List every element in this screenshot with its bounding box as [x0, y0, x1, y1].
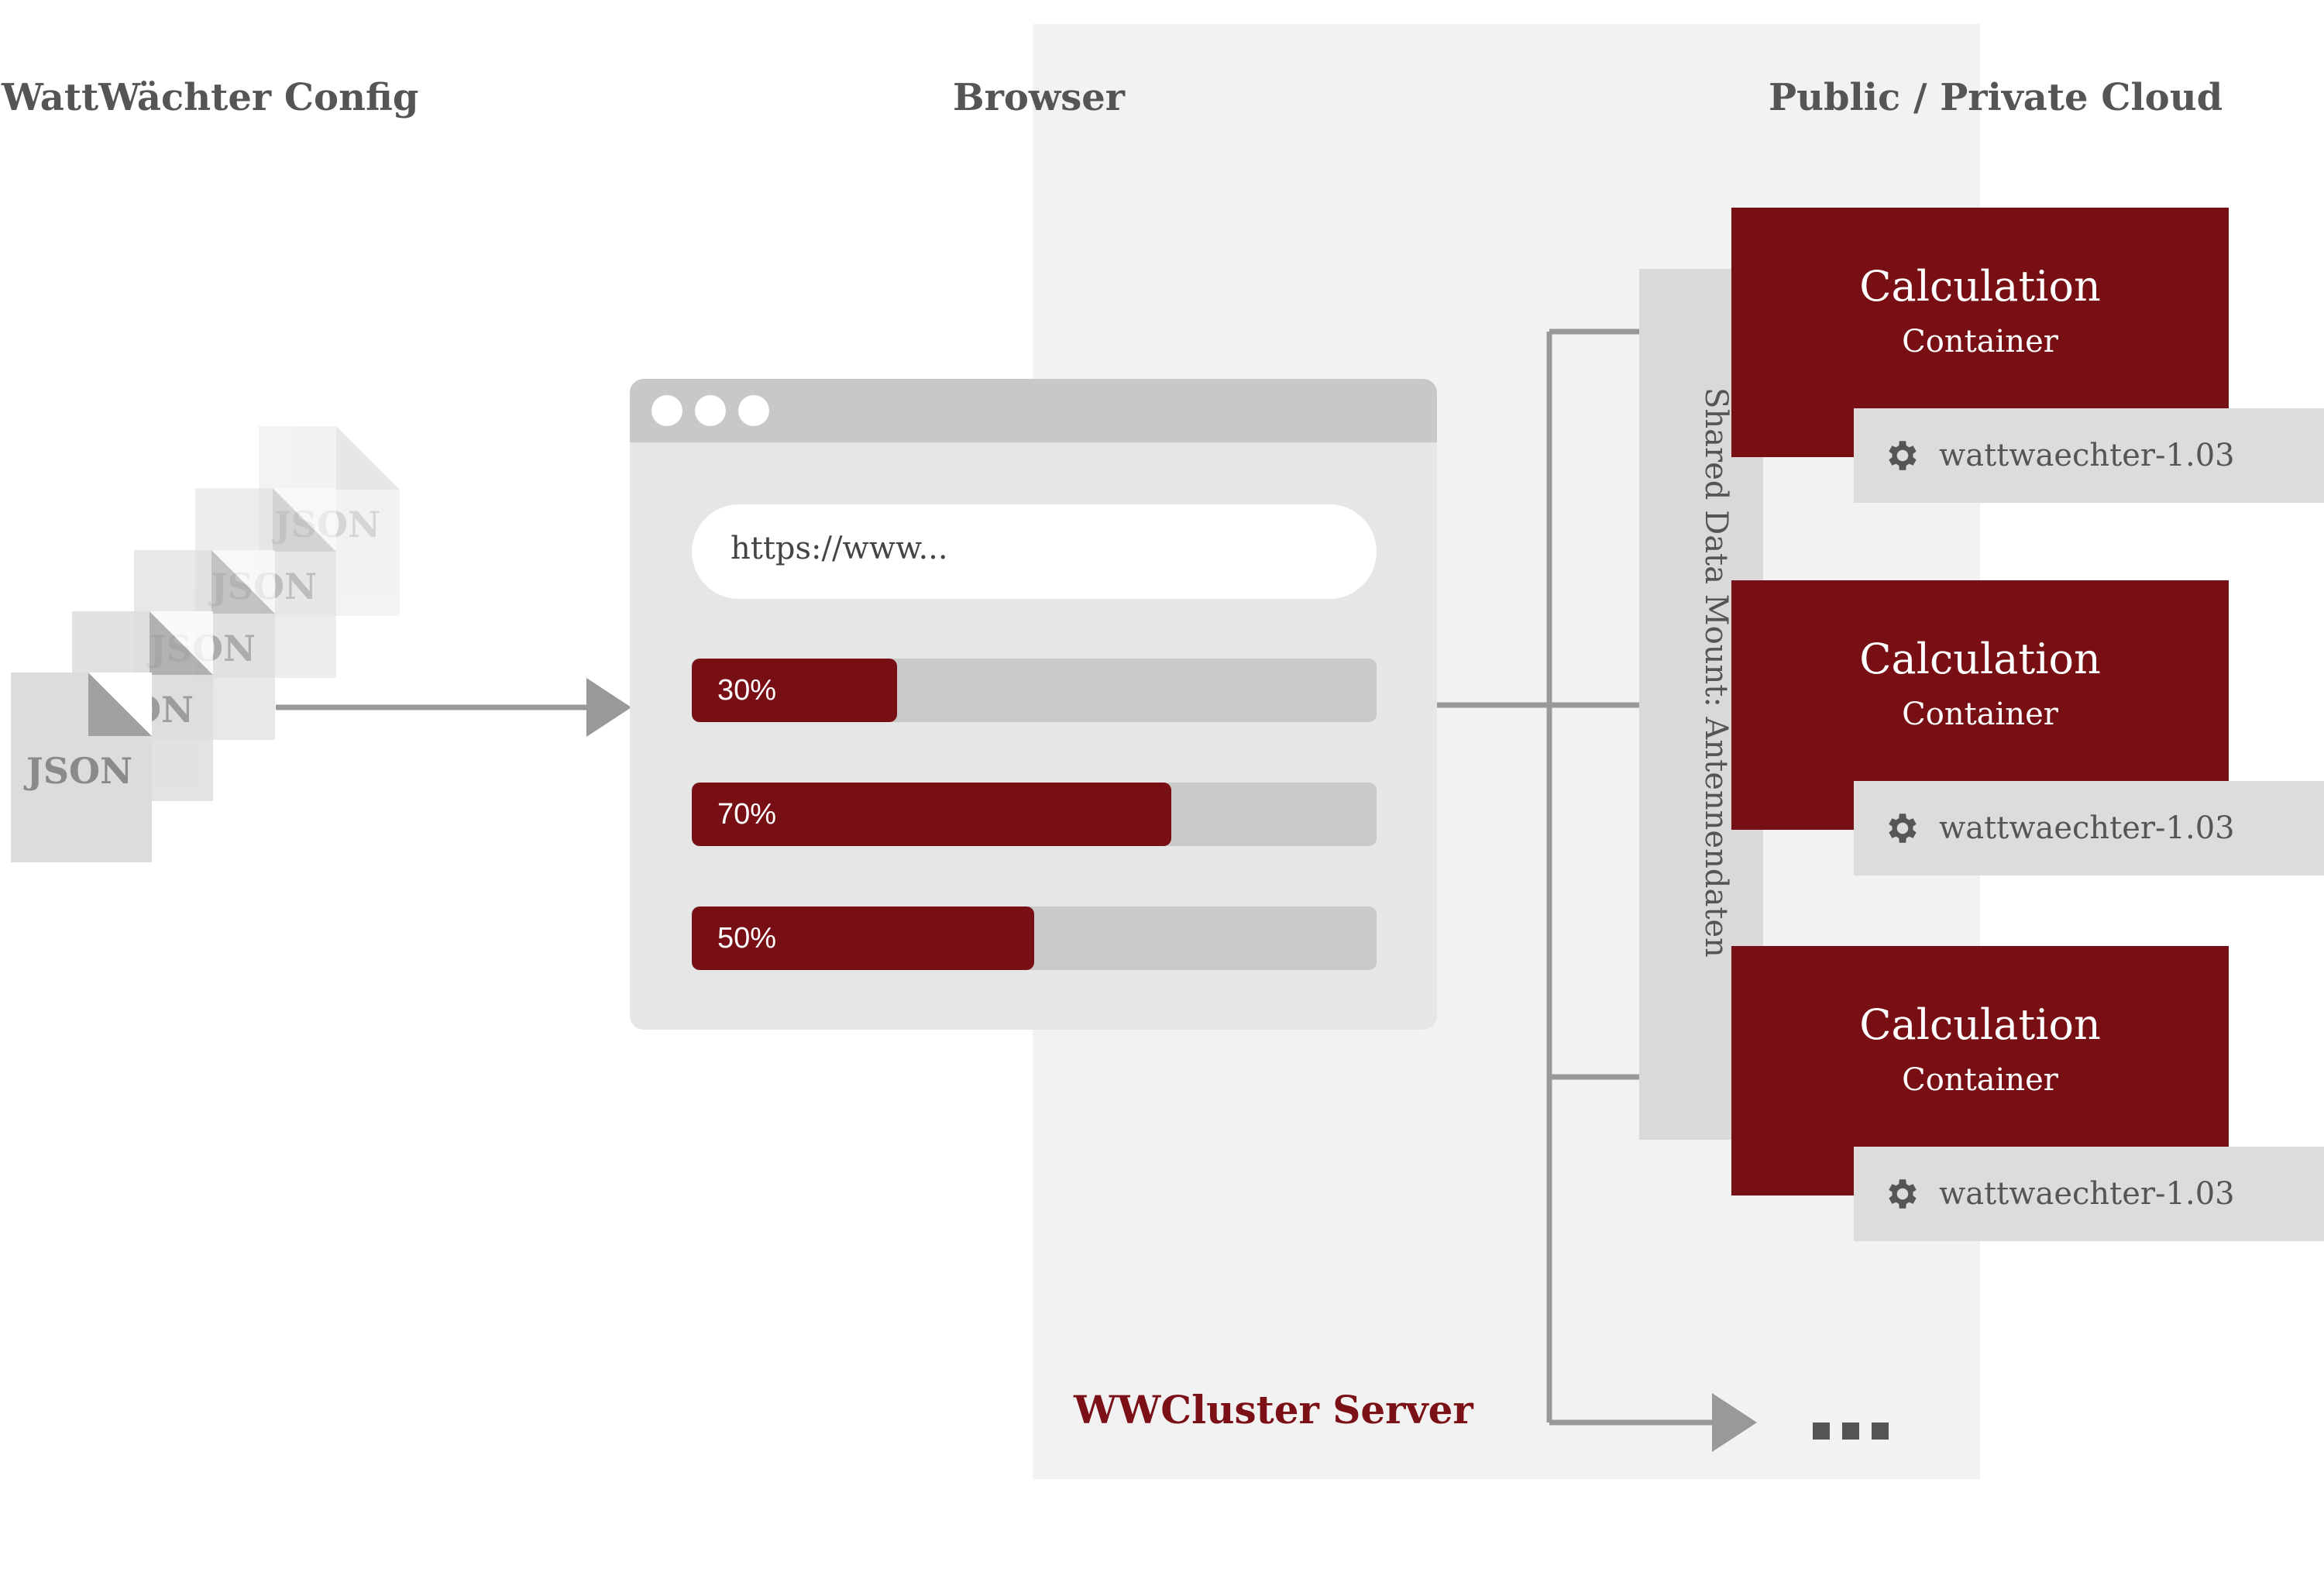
window-dot-icon	[651, 395, 682, 426]
gear-icon	[1889, 1179, 1917, 1209]
container-version-tag: wattwaechter-1.03	[1854, 781, 2324, 876]
heading-config: WattWächter Config	[2, 76, 419, 119]
heading-browser: Browser	[953, 76, 1126, 119]
json-document-icon: JSON	[11, 673, 152, 862]
container-subtitle: Container	[1902, 697, 2058, 732]
window-dot-icon	[695, 395, 726, 426]
browser-title-bar	[630, 379, 1437, 442]
progress-bar: 70%	[692, 783, 1377, 846]
browser-window: https://www... 30% 70% 50%	[630, 379, 1437, 1030]
server-label: WWCluster Server	[1074, 1387, 1473, 1433]
container-title: Calculation	[1859, 1000, 2101, 1049]
gear-icon	[1889, 441, 1917, 470]
progress-bar: 50%	[692, 906, 1377, 970]
container-version-tag: wattwaechter-1.03	[1854, 408, 2324, 503]
container-subtitle: Container	[1902, 1062, 2058, 1098]
gear-icon	[1889, 814, 1917, 843]
arrow-head-browser	[586, 678, 631, 737]
window-dot-icon	[738, 395, 769, 426]
url-bar[interactable]: https://www...	[692, 504, 1377, 599]
progress-label: 50%	[717, 922, 777, 955]
progress-label: 70%	[717, 798, 777, 831]
container-version-label: wattwaechter-1.03	[1939, 1176, 2235, 1212]
container-title: Calculation	[1859, 635, 2101, 683]
arrow-head-more	[1712, 1393, 1757, 1452]
container-version-tag: wattwaechter-1.03	[1854, 1147, 2324, 1241]
url-text: https://www...	[731, 531, 948, 566]
progress-bar: 30%	[692, 659, 1377, 722]
container-version-label: wattwaechter-1.03	[1939, 810, 2235, 846]
progress-label: 30%	[717, 674, 777, 707]
container-subtitle: Container	[1902, 324, 2058, 359]
container-version-label: wattwaechter-1.03	[1939, 438, 2235, 473]
progress-fill	[692, 906, 1034, 970]
ellipsis-icon	[1813, 1422, 1890, 1440]
shared-data-mount-label: Shared Data Mount: Antennendaten	[1698, 387, 1734, 958]
container-title: Calculation	[1859, 262, 2101, 311]
progress-fill	[692, 783, 1171, 846]
heading-cloud: Public / Private Cloud	[1769, 76, 2223, 119]
progress-fill	[692, 659, 898, 722]
